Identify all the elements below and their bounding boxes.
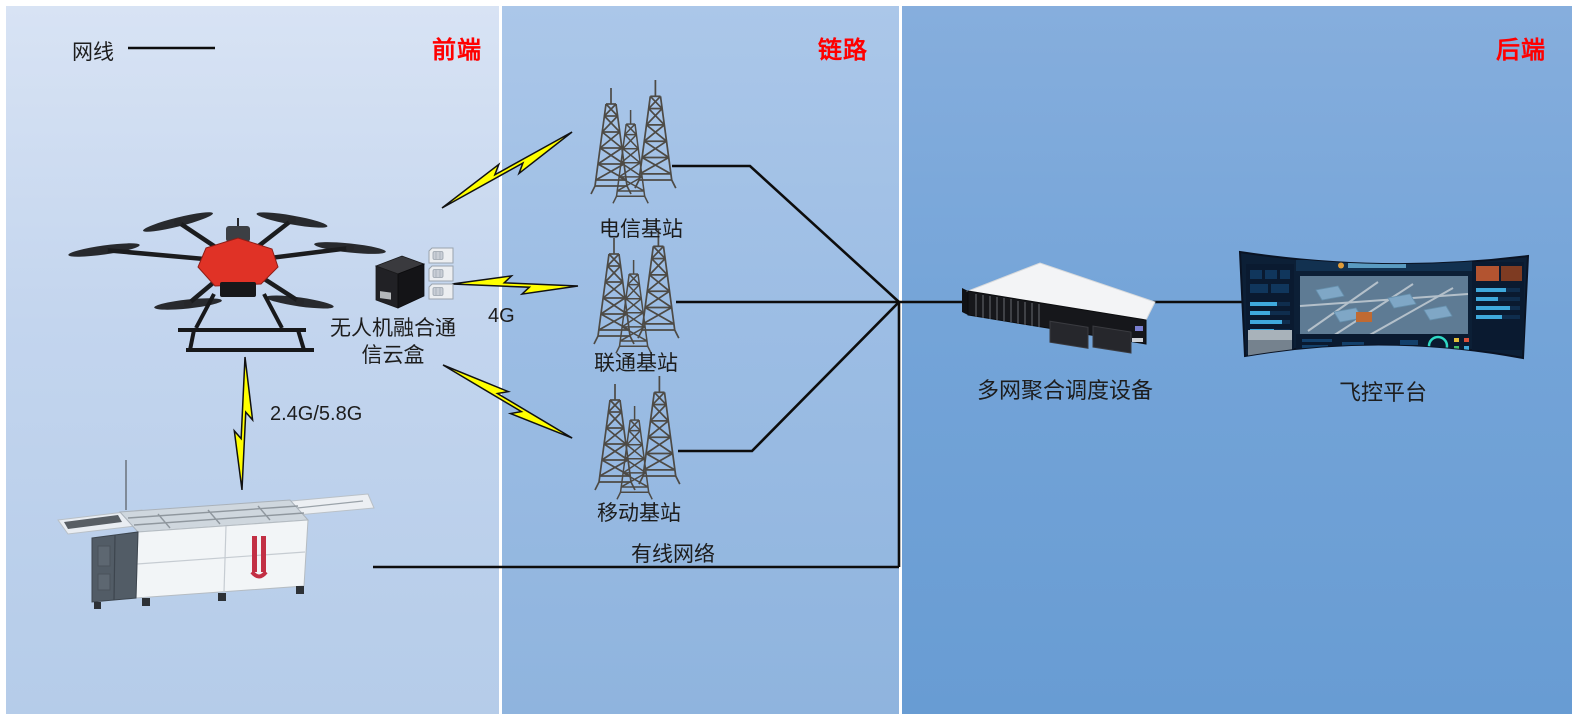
- aggregator-label: 多网聚合调度设备: [976, 378, 1154, 403]
- line-mobile-to-junction: [678, 301, 900, 453]
- mobile-base-station-icon: [594, 375, 681, 501]
- link-4g-label: 4G: [488, 305, 515, 327]
- lightning-bolt-telecom-icon: [436, 123, 578, 217]
- flight-platform-label: 飞控平台: [1338, 380, 1428, 405]
- cloud-box-label-line1: 无人机融合通: [330, 317, 456, 340]
- link-24g58g-label: 2.4G/5.8G: [270, 403, 363, 425]
- cloud-box-label-line2: 信云盒: [361, 344, 425, 367]
- zone-frontend: [6, 6, 499, 714]
- wired-network-label: 有线网络: [631, 543, 715, 566]
- zone-header-frontend: 前端: [432, 37, 482, 64]
- lightning-bolt-ground-icon: [232, 356, 255, 491]
- unicom-base-station-icon: [593, 229, 680, 355]
- sim-cards-icon: [428, 247, 454, 300]
- telecom-bts-label: 电信基站: [599, 218, 683, 241]
- drone-icon: [68, 212, 386, 352]
- zone-backend: [902, 6, 1572, 714]
- lightning-bolt-unicom-icon: [451, 274, 579, 296]
- zone-header-link: 链路: [818, 37, 868, 64]
- drone-nest-icon: [57, 460, 375, 609]
- legend-cable-label: 网线: [72, 41, 114, 64]
- line-telecom-to-junction: [672, 164, 900, 303]
- lightning-bolt-mobile-icon: [437, 356, 578, 447]
- mobile-bts-label: 移动基站: [597, 502, 681, 525]
- telecom-base-station-icon: [590, 79, 677, 205]
- dashboard-screen-icon: [1238, 250, 1530, 360]
- server-icon: [962, 262, 1156, 354]
- unicom-bts-label: 联通基站: [594, 352, 678, 375]
- uav-cloud-box-icon: [374, 255, 426, 309]
- cloud-box-label: 无人机融合通 信云盒: [330, 315, 456, 369]
- wireless-links: [232, 123, 579, 491]
- zone-header-backend: 后端: [1496, 37, 1546, 64]
- zone-link: [502, 6, 899, 714]
